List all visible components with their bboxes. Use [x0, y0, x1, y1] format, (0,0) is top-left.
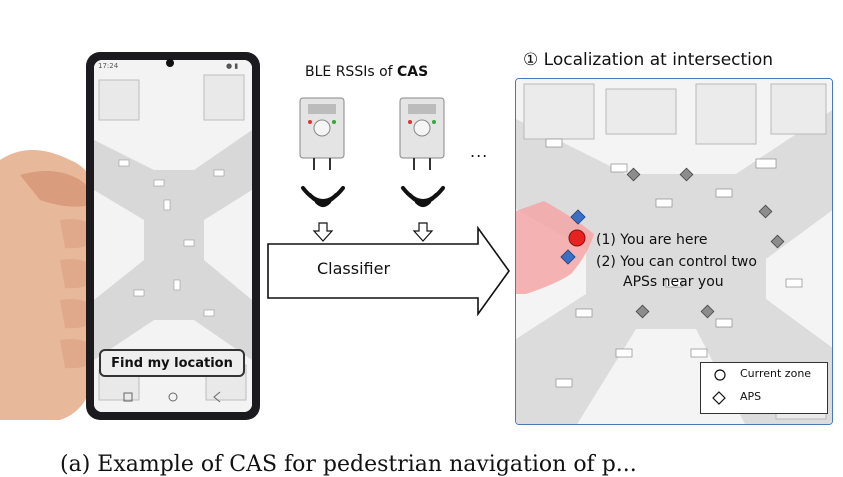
home-icon — [168, 392, 178, 402]
figure-caption: (a) Example of CAS for pedestrian naviga… — [60, 452, 637, 477]
down-arrow-icon-2 — [412, 222, 434, 242]
intersection-panel — [515, 78, 833, 425]
cas-device-2 — [399, 97, 445, 170]
you-are-here-marker — [568, 229, 586, 247]
phone-nav-bar — [123, 391, 221, 403]
ble-title-cas: CAS — [397, 64, 429, 80]
control-aps-note: (2) You can control two — [596, 254, 757, 270]
status-time: 17:24 — [98, 62, 119, 70]
current-zone-highlight — [516, 201, 594, 294]
legend-current-zone: Current zone — [740, 367, 812, 380]
cas-device-1 — [299, 97, 345, 170]
localization-title: ① Localization at intersection — [523, 50, 774, 70]
front-camera — [166, 59, 174, 67]
back-icon — [213, 391, 221, 403]
diamond-icon — [712, 391, 726, 405]
you-are-here-note: (1) You are here — [596, 232, 708, 248]
circle-icon — [714, 369, 726, 381]
down-arrow-icon-1 — [312, 222, 334, 242]
classifier-arrow — [267, 226, 510, 316]
near-aps-markers — [560, 209, 586, 265]
signal-waves-icon-2 — [401, 186, 445, 207]
signal-waves-icon-1 — [301, 186, 345, 207]
intersection-map-large — [516, 79, 832, 424]
ble-rssi-title: BLE RSSIs of CAS — [305, 64, 428, 80]
status-icons: ● ▮ — [226, 62, 239, 70]
find-my-location-button[interactable]: Find my location — [99, 349, 245, 377]
legend-aps: APS — [740, 390, 762, 403]
classifier-label: Classifier — [317, 259, 391, 278]
more-devices-ellipsis: ... — [470, 142, 489, 161]
ble-title-prefix: BLE RSSIs of — [305, 64, 398, 80]
recents-icon — [123, 392, 133, 402]
control-aps-note-cont: APSs near you — [623, 274, 724, 290]
